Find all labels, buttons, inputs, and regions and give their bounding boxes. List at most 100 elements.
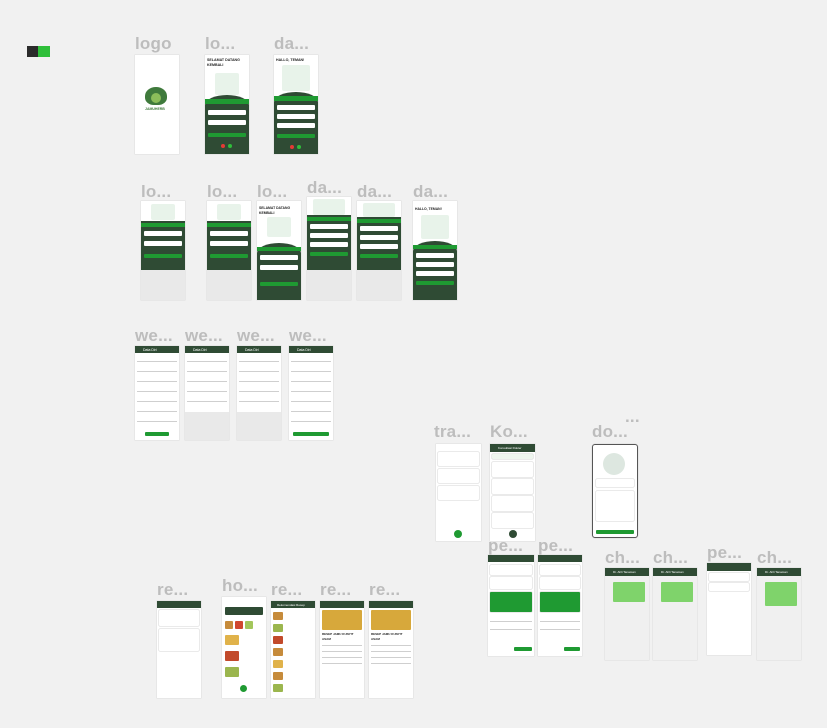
keyboard[interactable] <box>185 412 229 440</box>
home-nav-icon[interactable] <box>240 685 247 692</box>
google-icon[interactable] <box>221 144 225 148</box>
daftar-keyboard-frame-1[interactable] <box>307 197 351 300</box>
email-field[interactable] <box>277 114 315 119</box>
frame-label-ch3: ch... <box>757 548 793 567</box>
chat-button[interactable] <box>596 530 634 534</box>
resep-list-frame[interactable]: Rekomendasi Resep <box>271 601 315 698</box>
doctor-card[interactable] <box>492 496 533 511</box>
password-field[interactable] <box>210 241 248 246</box>
daftar-frame[interactable]: HALLO, TEMAN! <box>274 55 318 154</box>
login-button[interactable] <box>260 282 298 286</box>
whatsapp-icon[interactable] <box>297 145 301 149</box>
name-field[interactable] <box>360 226 398 231</box>
message-row[interactable] <box>709 573 749 581</box>
resep-frame-1[interactable] <box>157 601 201 698</box>
frame-label-login-kb2: lo... <box>207 182 238 201</box>
username-field[interactable] <box>260 255 298 260</box>
keyboard[interactable] <box>207 270 251 300</box>
daftar-button[interactable] <box>360 254 398 258</box>
login-keyboard-frame-3[interactable]: SELAMAT DATANG KEMBALI <box>257 201 301 300</box>
home-nav-icon[interactable] <box>454 530 462 538</box>
daftar-button[interactable] <box>310 252 348 256</box>
daftar-button[interactable] <box>277 134 315 138</box>
frame-label-daftar-kb3: da... <box>413 182 449 201</box>
doctor-card[interactable] <box>492 479 533 494</box>
chat-bubble <box>661 582 693 602</box>
password-field[interactable] <box>277 123 315 128</box>
name-field[interactable] <box>277 105 315 110</box>
keyboard[interactable] <box>237 412 281 440</box>
frame-label-login-kb1: lo... <box>141 182 172 201</box>
username-field[interactable] <box>144 231 182 236</box>
resep-detail-frame-2[interactable]: RESEP JAMU KUNYIT ASAM <box>369 601 413 698</box>
whatsapp-icon[interactable] <box>228 144 232 148</box>
name-field[interactable] <box>310 224 348 229</box>
pay-button[interactable] <box>514 647 532 651</box>
resep-detail-frame-1[interactable]: RESEP JAMU KUNYIT ASAM <box>320 601 364 698</box>
login-frame[interactable]: SELAMAT DATANG KEMBALI <box>205 55 249 154</box>
email-field[interactable] <box>416 262 454 267</box>
swatch-dark <box>27 46 38 57</box>
frame-label-re4: re... <box>369 580 401 599</box>
login-button[interactable] <box>144 254 182 258</box>
daftar-frame-2[interactable]: HALLO, TEMAN! <box>413 201 457 300</box>
payment-frame-2[interactable] <box>538 555 582 656</box>
doctor-detail-frame[interactable] <box>592 444 638 538</box>
email-field[interactable] <box>360 235 398 240</box>
daftar-keyboard-frame-2[interactable] <box>357 201 401 300</box>
password-field[interactable] <box>310 242 348 247</box>
login-button[interactable] <box>210 254 248 258</box>
username-field[interactable] <box>208 110 246 115</box>
submit-button[interactable] <box>293 432 329 436</box>
pay-button[interactable] <box>564 647 580 651</box>
form-frame-4[interactable]: Data Diri <box>289 346 333 440</box>
submit-button[interactable] <box>145 432 169 436</box>
chat-title: Dr. Ahli Tanaman <box>613 570 636 574</box>
form-frame-3[interactable]: Data Diri <box>237 346 281 440</box>
keyboard[interactable] <box>307 270 351 300</box>
transaction-card[interactable] <box>438 452 479 466</box>
payment-summary <box>540 592 580 612</box>
doctor-card[interactable] <box>492 462 533 477</box>
doctor-card[interactable] <box>540 577 580 589</box>
frame-label-pe2: pe... <box>538 536 574 555</box>
transaction-card[interactable] <box>438 486 479 500</box>
daftar-title: HALLO, TEMAN! <box>276 58 305 62</box>
login-illustration <box>215 73 239 95</box>
pesan-frame[interactable] <box>707 563 751 655</box>
login-keyboard-frame-1[interactable] <box>141 201 185 300</box>
chat-frame-3[interactable]: Dr. Ahli Tanaman <box>757 568 801 660</box>
consult-nav-icon[interactable] <box>509 530 517 538</box>
frame-label-form4: we... <box>289 326 327 345</box>
password-field[interactable] <box>260 265 298 270</box>
home-frame[interactable] <box>222 597 266 698</box>
form-frame-1[interactable]: Data Diri <box>135 346 179 440</box>
google-icon[interactable] <box>290 145 294 149</box>
payment-frame-1[interactable] <box>488 555 534 656</box>
daftar-button[interactable] <box>416 281 454 285</box>
chat-bubble <box>613 582 645 602</box>
form-frame-2[interactable]: Data Diri <box>185 346 229 440</box>
form-title: Data Diri <box>297 347 311 352</box>
login-button[interactable] <box>208 133 246 137</box>
login-keyboard-frame-2[interactable] <box>207 201 251 300</box>
email-field[interactable] <box>310 233 348 238</box>
username-field[interactable] <box>210 231 248 236</box>
transaksi-frame[interactable] <box>436 444 481 541</box>
doctor-card[interactable] <box>490 577 532 589</box>
transaction-card[interactable] <box>438 469 479 483</box>
chat-frame-2[interactable]: Dr. Ahli Tanaman <box>653 568 697 660</box>
keyboard[interactable] <box>141 270 185 300</box>
message-row[interactable] <box>709 583 749 591</box>
password-field[interactable] <box>144 241 182 246</box>
name-field[interactable] <box>416 253 454 258</box>
chat-frame-1[interactable]: Dr. Ahli Tanaman <box>605 568 649 660</box>
password-field[interactable] <box>208 120 246 125</box>
recipe-heading: RESEP JAMU KUNYIT ASAM <box>322 632 354 641</box>
doctor-card[interactable] <box>492 513 533 528</box>
password-field[interactable] <box>360 244 398 249</box>
logo-frame[interactable]: JAMUHERB <box>135 55 179 154</box>
konsultasi-frame[interactable]: Konsultasi Dokter <box>490 444 535 541</box>
keyboard[interactable] <box>357 270 401 300</box>
password-field[interactable] <box>416 271 454 276</box>
